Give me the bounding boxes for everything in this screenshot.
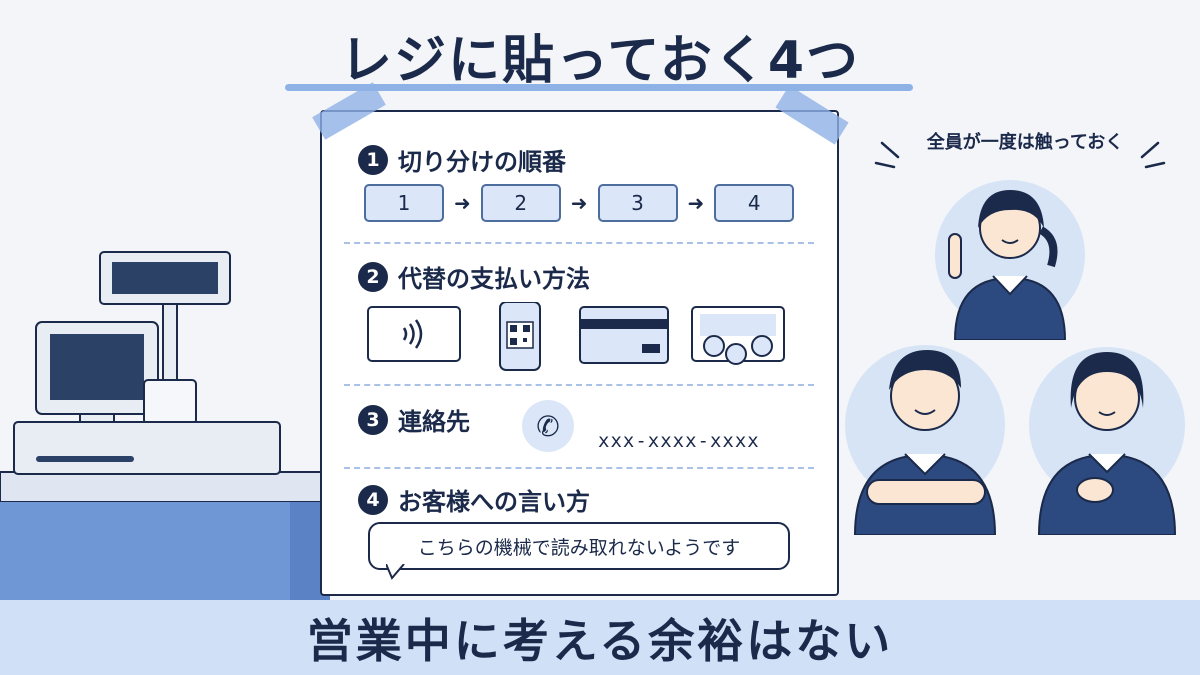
section-heading: 切り分けの順番 <box>398 148 566 176</box>
section-heading: 代替の支払い方法 <box>398 265 590 293</box>
step-box-2: 2 <box>480 184 561 222</box>
step-box-3: 3 <box>597 184 678 222</box>
staff-caption: 全員が一度は触っておく <box>926 132 1124 153</box>
contactless-card-icon <box>367 306 461 362</box>
section-heading: 連絡先 <box>398 408 470 436</box>
arrow-right-icon: ➜ <box>570 191 588 215</box>
staff-woman-pointing <box>935 180 1085 340</box>
phone-number: xxx-xxxx-xxxx <box>598 430 760 452</box>
section-number: 1 <box>358 144 388 175</box>
staff-man-arms-crossed <box>845 345 1005 535</box>
section-number: 3 <box>358 404 388 435</box>
dashed-divider <box>344 384 814 386</box>
section-4-header: 4 お客様への言い方 <box>358 482 590 517</box>
section-3-header: 3 連絡先 <box>358 402 470 437</box>
page-title: レジに貼っておく4つ <box>339 31 861 91</box>
qr-smartphone-icon <box>499 302 541 371</box>
arrow-right-icon: ➜ <box>687 191 705 215</box>
customer-phrase-bubble: こちらの機械で読み取れないようです <box>368 522 790 570</box>
section-heading: お客様への言い方 <box>398 488 590 516</box>
credit-card-icon <box>579 306 669 364</box>
cash-register-illustration <box>0 251 330 605</box>
checklist-note: 1 切り分けの順番 1 ➜ 2 ➜ 3 ➜ 4 2 代替の支払い方法 <box>312 82 849 596</box>
bubble-tail <box>386 564 405 580</box>
section-number: 4 <box>358 484 388 515</box>
footer-banner: 営業中に考える余裕はない <box>0 600 1200 675</box>
dashed-divider <box>344 242 814 244</box>
arrow-right-icon: ➜ <box>454 191 471 215</box>
staff-woman-hand-on-chest <box>1029 347 1185 535</box>
section-number: 2 <box>358 261 388 292</box>
step-sequence: 1 ➜ 2 ➜ 3 ➜ 4 <box>364 184 795 222</box>
emphasis-lines <box>874 141 1166 169</box>
payment-methods <box>367 302 785 371</box>
step-box-4: 4 <box>714 184 795 222</box>
phone-icon: ✆ <box>522 400 574 452</box>
tape-top-right <box>775 85 849 145</box>
title-underline <box>285 84 913 91</box>
step-box-1: 1 <box>364 184 444 222</box>
section-2-header: 2 代替の支払い方法 <box>358 259 590 294</box>
dashed-divider <box>344 467 814 469</box>
cash-icon <box>691 306 785 365</box>
section-1-header: 1 切り分けの順番 <box>358 142 566 177</box>
